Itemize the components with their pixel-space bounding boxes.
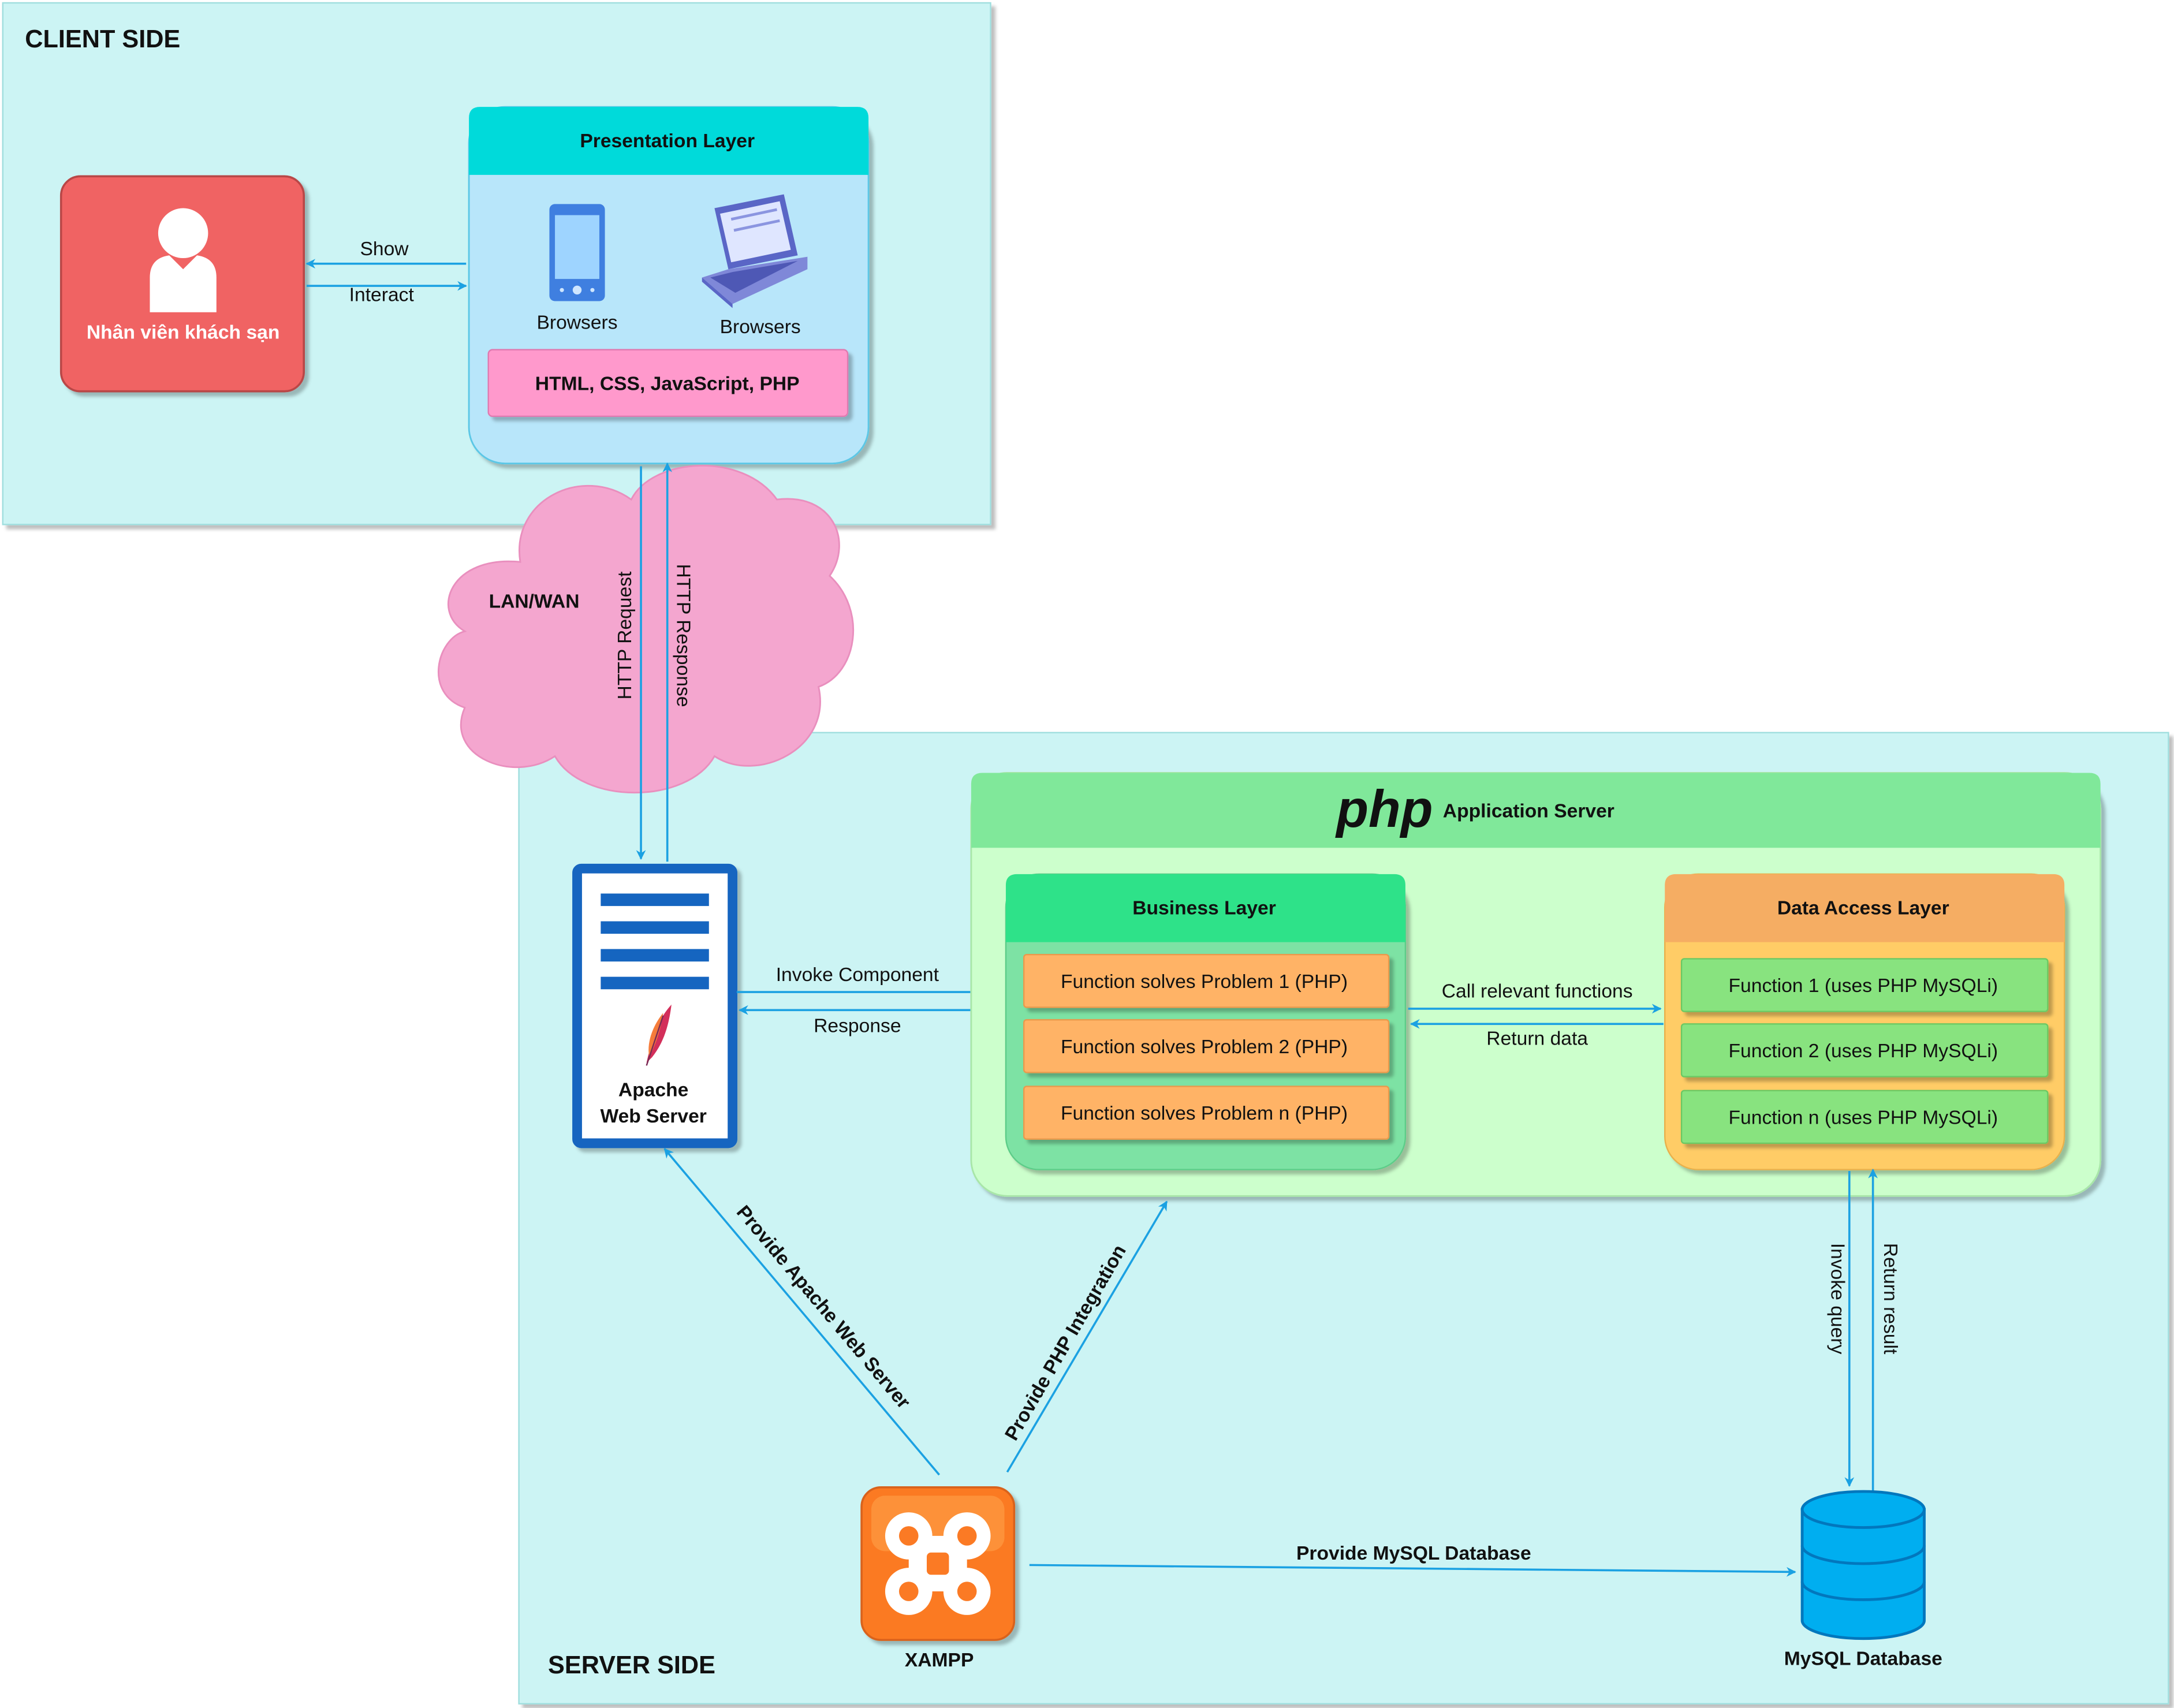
user-label: Nhân viên khách sạn [87, 322, 280, 343]
laptop-icon [702, 194, 808, 308]
return-data-label: Return data [1486, 1028, 1588, 1049]
data-function-1[interactable] [1680, 958, 2049, 1012]
show-label: Show [360, 238, 409, 260]
xampp-label: XAMPP [905, 1650, 974, 1671]
invoke-query-label: Invoke query [1827, 1243, 1848, 1355]
data-function-1-label: Function 1 (uses PHP MySQLi) [1729, 975, 1998, 997]
mobile-phone-icon [549, 204, 605, 301]
tech-box [487, 349, 849, 417]
client-side-title: CLIENT SIDE [25, 25, 180, 53]
data-function-2-label: Function 2 (uses PHP MySQLi) [1729, 1041, 1998, 1062]
user-icon [150, 208, 217, 312]
data-function-n[interactable] [1680, 1090, 2049, 1144]
presentation-layer: Presentation Layer Browsers Browsers HTM… [468, 106, 870, 465]
server-rack-line-3 [601, 949, 709, 962]
data-access-layer: Data Access Layer Function 1 (uses PHP M… [1664, 873, 2065, 1170]
data-access-layer-title: Data Access Layer [1777, 898, 1949, 919]
response-label: Response [814, 1016, 901, 1037]
http-response-label: HTTP Response [673, 564, 694, 707]
provide-apache-arrow [663, 1148, 940, 1476]
provide-mysql-arrow [1029, 1564, 1796, 1577]
business-layer: Business Layer Function solves Problem 1… [1005, 873, 1407, 1170]
lan-wan-cloud: LAN/WAN [438, 465, 855, 794]
user-box[interactable]: Nhân viên khách sạn [59, 175, 305, 393]
apache-label-line2: Web Server [600, 1106, 706, 1127]
xampp-icon[interactable] [860, 1486, 1016, 1641]
server-side-title: SERVER SIDE [548, 1651, 715, 1679]
invoke-component-label: Invoke Component [776, 964, 939, 986]
business-function-1-label: Function solves Problem 1 (PHP) [1061, 971, 1348, 993]
mysql-label: MySQL Database [1784, 1648, 1942, 1669]
business-layer-title: Business Layer [1132, 898, 1276, 919]
mysql-database-icon[interactable] [1800, 1490, 1926, 1640]
business-function-2-label: Function solves Problem 2 (PHP) [1061, 1036, 1348, 1058]
server-rack-line-1 [601, 893, 709, 907]
data-function-n-label: Function n (uses PHP MySQLi) [1729, 1107, 1998, 1128]
server-rack-line-2 [601, 921, 709, 934]
apache-feather-icon [646, 1004, 672, 1066]
business-function-n-label: Function solves Problem n (PHP) [1061, 1103, 1348, 1124]
server-rack-line-4 [601, 976, 709, 990]
provide-mysql-label: Provide MySQL Database [1296, 1543, 1531, 1564]
php-logo-icon: php [1335, 780, 1433, 838]
apache-label-line1: Apache [618, 1079, 688, 1101]
data-function-2[interactable] [1680, 1023, 2049, 1077]
provide-php-arrow [1006, 1200, 1168, 1473]
browser-mobile-label: Browsers [536, 312, 617, 334]
business-function-2[interactable] [1023, 1019, 1390, 1073]
business-function-1[interactable] [1023, 953, 1390, 1008]
return-result-label: Return result [1880, 1243, 1901, 1355]
presentation-title: Presentation Layer [580, 130, 755, 152]
tech-label: HTML, CSS, JavaScript, PHP [535, 373, 800, 394]
browser-laptop-label: Browsers [720, 316, 801, 338]
app-server-label: Application Server [1443, 800, 1614, 822]
interact-label: Interact [349, 285, 415, 306]
http-request-label: HTTP Request [614, 571, 636, 699]
lan-wan-label: LAN/WAN [489, 591, 580, 613]
apache-web-server[interactable]: Apache Web Server [572, 863, 738, 1148]
call-functions-label: Call relevant functions [1442, 981, 1633, 1002]
business-function-n[interactable] [1023, 1086, 1390, 1140]
